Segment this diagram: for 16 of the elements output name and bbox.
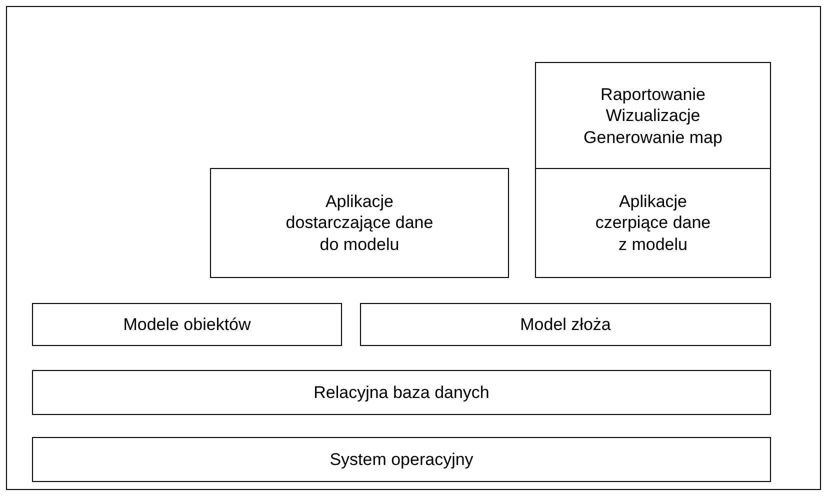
- layer-box: [535, 62, 771, 170]
- layer-box: [32, 370, 771, 415]
- layer-box: [535, 168, 771, 278]
- layer-label: Generowanie map: [584, 126, 722, 148]
- layer-box: [32, 437, 771, 482]
- layer-box: [210, 168, 509, 278]
- layer-box: [32, 303, 342, 346]
- layer-label: Relacyjna baza danych: [314, 382, 490, 404]
- layer-label: Aplikacje dostarczające dane do modelu: [284, 191, 434, 255]
- layer-label: Modele obiektów: [123, 314, 251, 336]
- layer-box: [360, 303, 771, 346]
- layer-label: Raportowanie: [600, 84, 706, 106]
- layer-label: Model złoża: [520, 314, 611, 336]
- layer-label: Aplikacje czerpiące dane z modelu: [594, 191, 712, 255]
- layer-label: System operacyjny: [330, 448, 474, 470]
- layer-label: Wizualizacje: [606, 105, 700, 127]
